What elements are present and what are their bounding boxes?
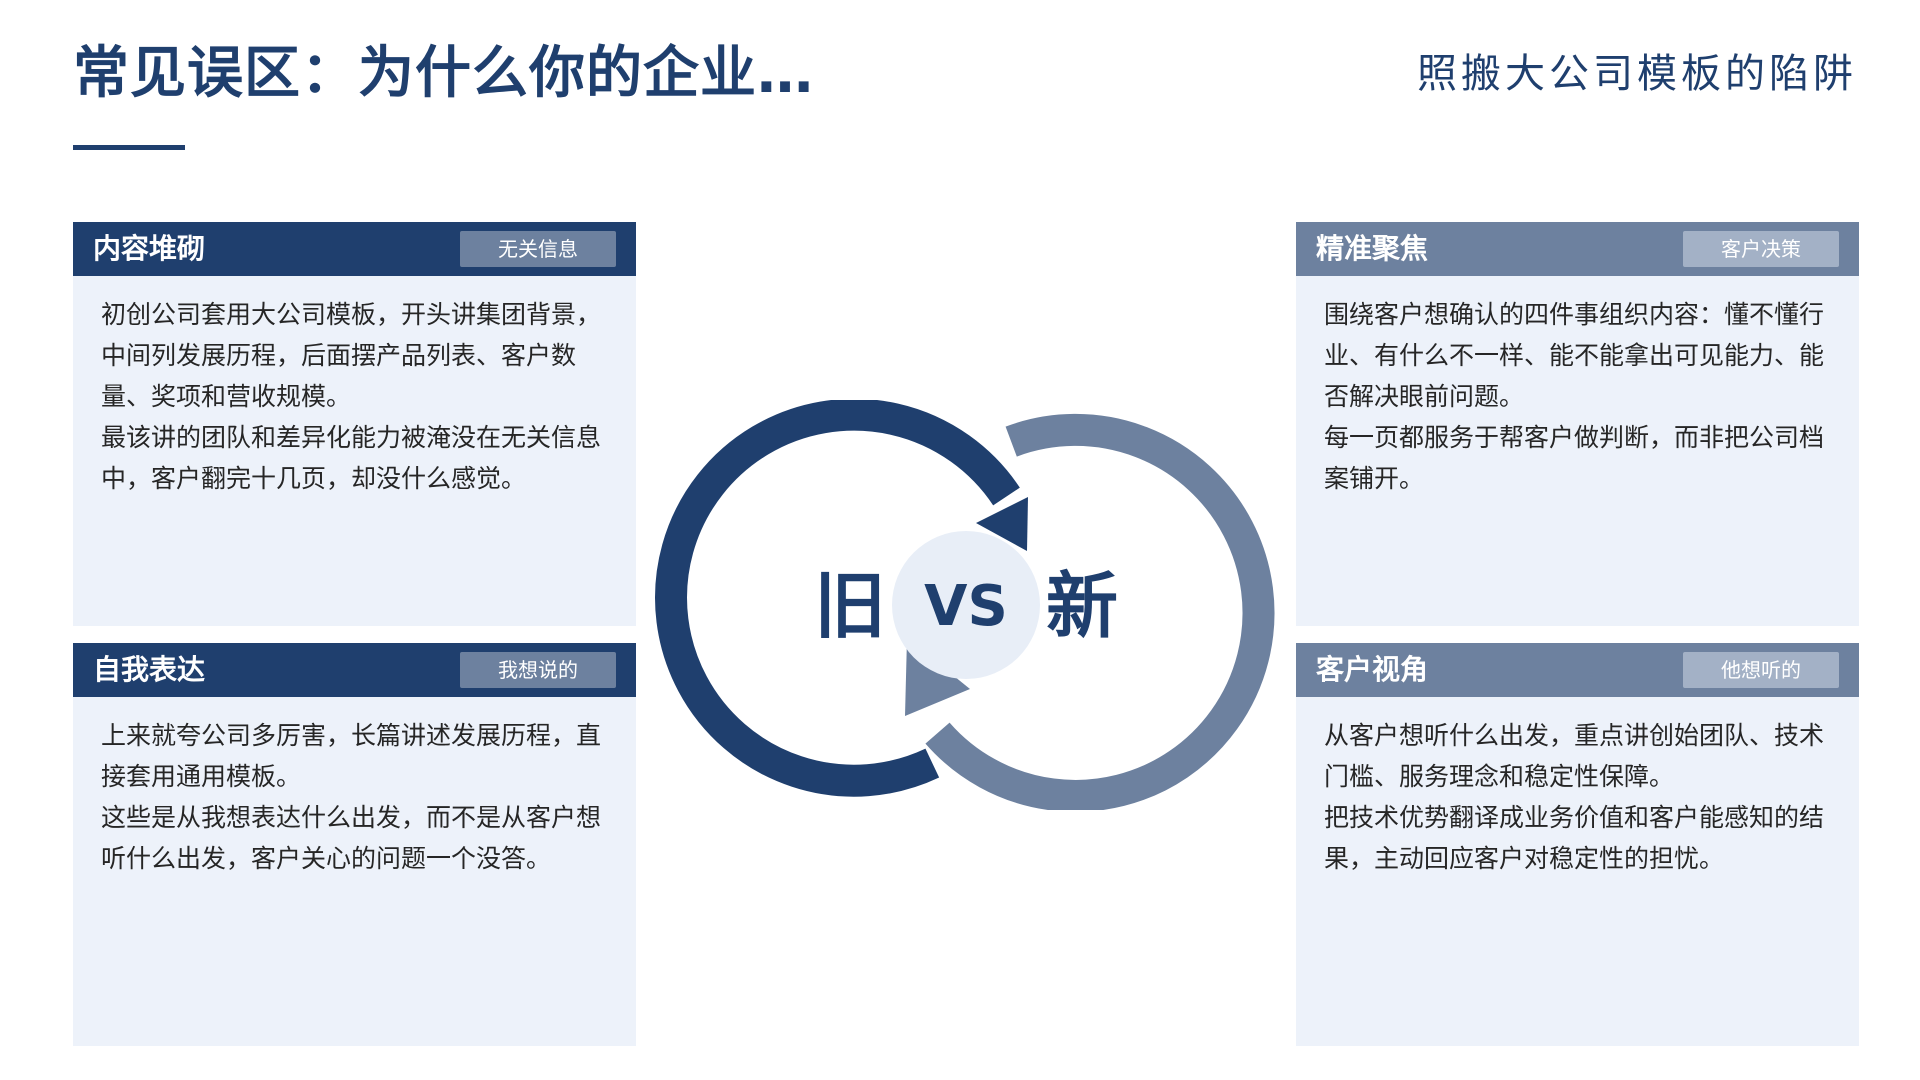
- new-label: 新: [1046, 564, 1118, 648]
- cycle-graphic: 旧 VS 新: [655, 400, 1275, 810]
- title-underline: [73, 145, 185, 150]
- card-precise-focus: 精准聚焦 客户决策 围绕客户想确认的四件事组织内容：懂不懂行业、有什么不一样、能…: [1296, 222, 1859, 626]
- card-body: 初创公司套用大公司模板，开头讲集团背景，中间列发展历程，后面摆产品列表、客户数量…: [73, 276, 636, 499]
- card-paragraph: 把技术优势翻译成业务价值和客户能感知的结果，主动回应客户对稳定性的担忧。: [1324, 803, 1825, 873]
- card-tag: 他想听的: [1683, 652, 1839, 688]
- card-paragraph: 上来就夸公司多厉害，长篇讲述发展历程，直接套用通用模板。: [101, 721, 602, 791]
- card-paragraph: 这些是从我想表达什么出发，而不是从客户想听什么出发，客户关心的问题一个没答。: [101, 803, 602, 873]
- card-tag: 无关信息: [460, 231, 616, 267]
- card-tag: 客户决策: [1683, 231, 1839, 267]
- card-title: 客户视角: [1316, 653, 1429, 686]
- card-header: 客户视角 他想听的: [1296, 643, 1859, 697]
- card-paragraph: 最该讲的团队和差异化能力被淹没在无关信息中，客户翻完十几页，却没什么感觉。: [101, 423, 602, 493]
- old-ring-arc: [655, 400, 1020, 797]
- card-header: 自我表达 我想说的: [73, 643, 636, 697]
- card-body: 上来就夸公司多厉害，长篇讲述发展历程，直接套用通用模板。 这些是从我想表达什么出…: [73, 697, 636, 879]
- card-body: 围绕客户想确认的四件事组织内容：懂不懂行业、有什么不一样、能不能拿出可见能力、能…: [1296, 276, 1859, 499]
- card-title: 自我表达: [93, 653, 206, 686]
- new-ring-arc: [925, 413, 1275, 810]
- card-tag: 我想说的: [460, 652, 616, 688]
- card-paragraph: 从客户想听什么出发，重点讲创始团队、技术门槛、服务理念和稳定性保障。: [1324, 721, 1825, 791]
- card-paragraph: 初创公司套用大公司模板，开头讲集团背景，中间列发展历程，后面摆产品列表、客户数量…: [101, 300, 602, 411]
- card-header: 精准聚焦 客户决策: [1296, 222, 1859, 276]
- old-arrowhead-icon: [976, 497, 1028, 551]
- page-title: 常见误区：为什么你的企业…: [73, 41, 814, 106]
- page-subtitle: 照搬大公司模板的陷阱: [1417, 51, 1857, 97]
- card-customer-perspective: 客户视角 他想听的 从客户想听什么出发，重点讲创始团队、技术门槛、服务理念和稳定…: [1296, 643, 1859, 1046]
- vs-label: VS: [924, 574, 1008, 639]
- card-title: 精准聚焦: [1316, 232, 1429, 265]
- card-title: 内容堆砌: [93, 232, 206, 265]
- card-body: 从客户想听什么出发，重点讲创始团队、技术门槛、服务理念和稳定性保障。 把技术优势…: [1296, 697, 1859, 879]
- vs-circle: [892, 531, 1040, 679]
- card-paragraph: 围绕客户想确认的四件事组织内容：懂不懂行业、有什么不一样、能不能拿出可见能力、能…: [1324, 300, 1825, 411]
- card-content-stacking: 内容堆砌 无关信息 初创公司套用大公司模板，开头讲集团背景，中间列发展历程，后面…: [73, 222, 636, 626]
- card-paragraph: 每一页都服务于帮客户做判断，而非把公司档案铺开。: [1324, 423, 1825, 493]
- card-self-expression: 自我表达 我想说的 上来就夸公司多厉害，长篇讲述发展历程，直接套用通用模板。 这…: [73, 643, 636, 1046]
- card-header: 内容堆砌 无关信息: [73, 222, 636, 276]
- old-label: 旧: [814, 564, 886, 648]
